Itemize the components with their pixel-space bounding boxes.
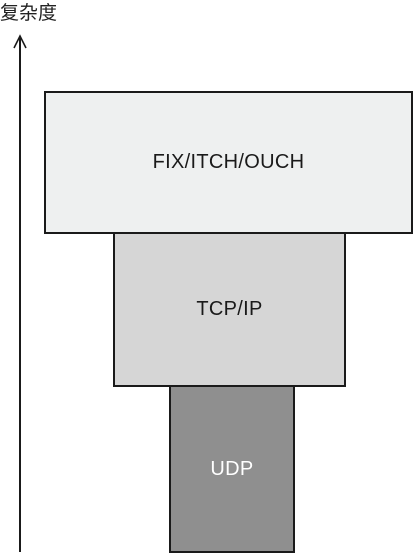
layer-transport-tcp-ip-label: TCP/IP <box>196 298 263 320</box>
layer-application-protocols-label: FIX/ITCH/OUCH <box>152 151 305 173</box>
complexity-axis-label: 复杂度 <box>0 2 58 24</box>
layer-transport-udp: UDP <box>169 385 295 553</box>
layer-application-protocols: FIX/ITCH/OUCH <box>44 91 413 234</box>
layer-transport-udp-label: UDP <box>210 457 254 480</box>
layer-transport-tcp-ip: TCP/IP <box>113 232 346 387</box>
complexity-axis-arrowhead <box>13 34 27 49</box>
